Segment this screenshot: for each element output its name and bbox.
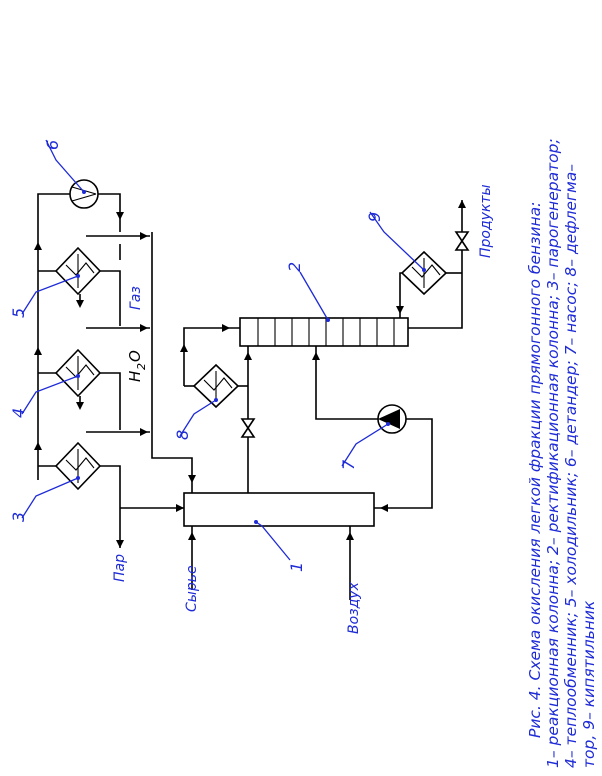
number-7: 7: [339, 459, 358, 470]
reaction-column: [183, 492, 375, 527]
rectification-column: [239, 317, 409, 347]
caption-line-3: 4– теплообменник; 5– холодильник; 6– дет…: [562, 164, 580, 768]
svg-text:О: О: [126, 350, 144, 362]
number-2: 2: [285, 262, 304, 272]
valve-products: [454, 231, 470, 251]
flow-arrows: [34, 200, 466, 548]
number-8: 8: [173, 430, 192, 440]
label-steam: Пар: [112, 554, 128, 582]
reflux-condenser: [192, 363, 240, 409]
label-air: Воздух: [346, 581, 362, 634]
label-products: Продукты: [478, 184, 494, 258]
pump: [377, 404, 407, 434]
number-1: 1: [287, 562, 306, 572]
number-3: 3: [9, 512, 28, 522]
label-gas: Газ: [128, 286, 144, 310]
number-9: 9: [365, 212, 384, 222]
number-5: 5: [9, 308, 28, 318]
svg-text:2: 2: [135, 363, 148, 370]
piping: [37, 193, 463, 600]
svg-text:Н: Н: [126, 371, 144, 382]
caption-line-2: 1– реакционная колонна; 2– ректификацион…: [544, 138, 562, 768]
cooler: [54, 246, 102, 296]
number-4: 4: [9, 408, 28, 418]
number-6: 6: [43, 140, 62, 150]
equipment-numbers: 1 2 3 4 5 6 7 8 9: [9, 140, 384, 572]
reboiler: [400, 250, 448, 296]
leader-lines: [21, 139, 426, 561]
label-water: Н 2 О: [126, 350, 148, 382]
stream-labels: Газ Н 2 О Пар Сырье Воздух Продукты: [112, 184, 494, 634]
figure-caption: Рис. 4. Схема окисления легкой фракции п…: [526, 138, 598, 768]
steam-generator: [54, 441, 102, 491]
label-feed: Сырье: [184, 565, 200, 612]
caption-line-1: Рис. 4. Схема окисления легкой фракции п…: [526, 202, 544, 738]
caption-line-4: тор, 9– кипятильник: [580, 600, 598, 768]
valve-riser: [240, 418, 256, 438]
heat-exchanger: [54, 348, 102, 398]
